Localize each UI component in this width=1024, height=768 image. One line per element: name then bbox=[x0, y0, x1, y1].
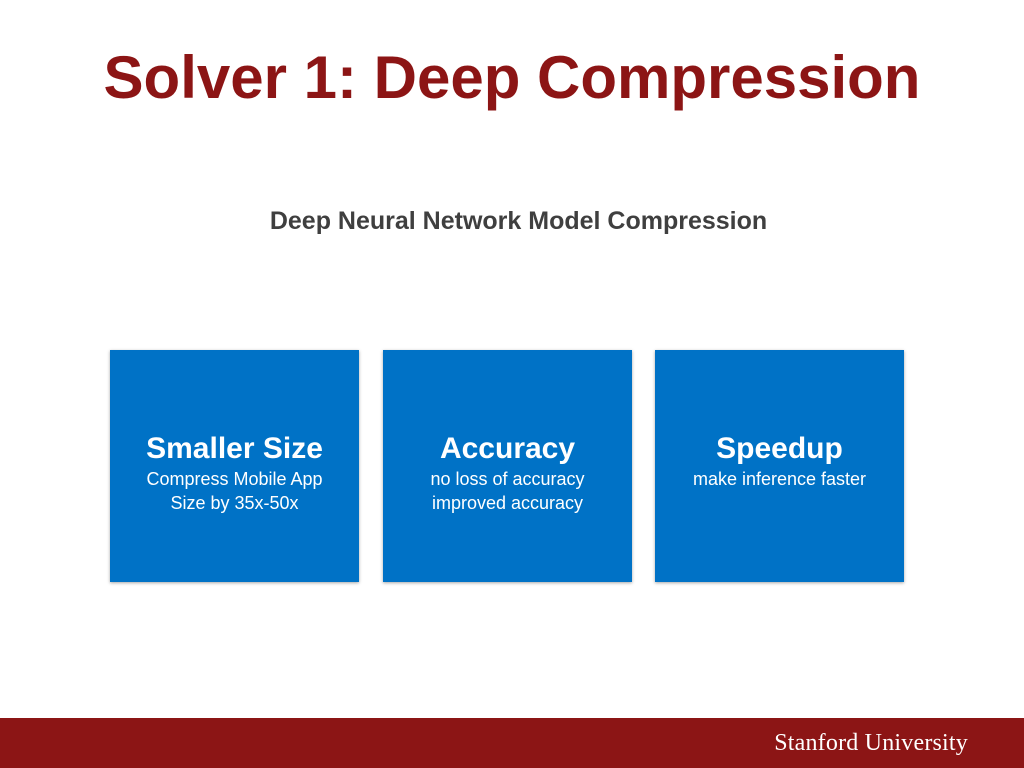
footer-bar: Stanford University bbox=[0, 718, 1024, 768]
stanford-university-logo: Stanford University bbox=[774, 730, 968, 756]
slide-subtitle: Deep Neural Network Model Compression bbox=[269, 207, 768, 235]
card-description-line: make inference faster bbox=[692, 469, 867, 489]
card-speedup: Speedup make inference faster bbox=[655, 350, 904, 582]
slide-title: Solver 1: Deep Compression bbox=[103, 44, 921, 111]
card-description-line: Size by 35x-50x bbox=[170, 493, 299, 513]
card-description-line: Compress Mobile App bbox=[146, 469, 323, 489]
card-smaller-size: Smaller Size Compress Mobile App Size by… bbox=[110, 350, 359, 582]
card-title: Accuracy bbox=[439, 432, 576, 465]
card-title: Smaller Size bbox=[146, 432, 323, 465]
card-title: Speedup bbox=[716, 432, 843, 465]
card-description-line: improved accuracy bbox=[431, 493, 584, 513]
card-description-line: no loss of accuracy bbox=[430, 469, 585, 489]
card-accuracy: Accuracy no loss of accuracy improved ac… bbox=[383, 350, 632, 582]
